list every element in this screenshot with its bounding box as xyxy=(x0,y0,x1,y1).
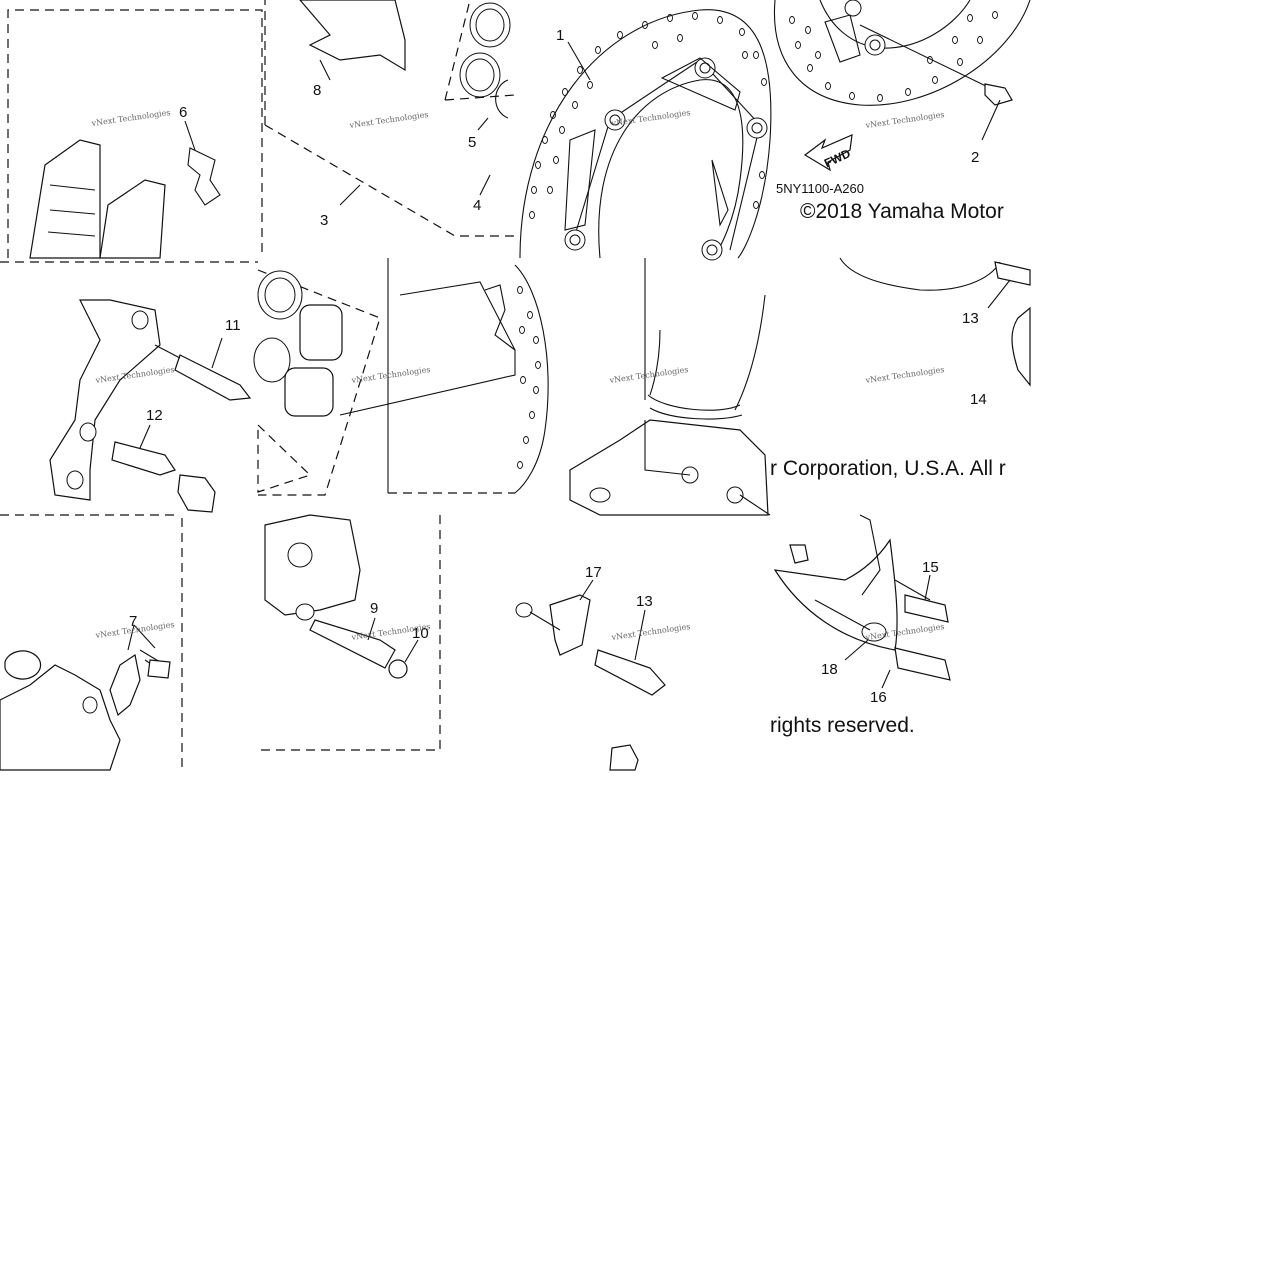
callout-11: 11 xyxy=(225,317,241,334)
watermark: vNext Technologies xyxy=(348,110,429,130)
tile-pistons-top xyxy=(264,0,516,237)
tile-fender-bracket xyxy=(773,514,951,689)
copyright-line-2: r Corporation, U.S.A. All r xyxy=(770,457,1006,480)
callout-15: 15 xyxy=(922,559,939,576)
callout-13-bottom: 13 xyxy=(636,593,653,610)
callout-1: 1 xyxy=(556,27,564,44)
callout-7: 7 xyxy=(129,613,137,630)
watermark: vNext Technologies xyxy=(610,108,691,128)
tile-disc-edge xyxy=(339,264,549,494)
watermark: vNext Technologies xyxy=(864,365,945,385)
callout-18: 18 xyxy=(821,661,838,678)
callout-3: 3 xyxy=(320,212,328,229)
tile-caliper-bracket xyxy=(0,261,258,516)
callout-5: 5 xyxy=(468,134,476,151)
callout-2: 2 xyxy=(971,149,979,166)
tile-caliper-bleeder xyxy=(0,518,183,771)
copyright-line-1: ©2018 Yamaha Motor xyxy=(800,200,1004,223)
callout-9: 9 xyxy=(370,600,378,617)
tile-brake-pads xyxy=(7,9,263,259)
tile-guard-top xyxy=(839,257,1031,387)
drawing-code: 5NY1100-A260 xyxy=(776,181,864,196)
callout-12: 12 xyxy=(146,407,163,424)
callout-13-top: 13 xyxy=(962,310,979,327)
callout-8: 8 xyxy=(313,82,321,99)
watermark: vNext Technologies xyxy=(864,110,945,130)
callout-labels: 1 2 3 4 5 6 7 8 9 10 11 12 13 13 14 15 1… xyxy=(129,27,987,706)
callout-17: 17 xyxy=(585,564,602,581)
tile-bolt-clamp xyxy=(515,579,666,771)
tile-fork-leg xyxy=(569,258,771,516)
tile-pistons-center xyxy=(253,258,389,496)
callout-14: 14 xyxy=(970,391,987,408)
tile-brake-disc xyxy=(519,9,772,261)
watermark: vNext Technologies xyxy=(90,108,171,128)
callout-10: 10 xyxy=(412,625,429,642)
watermark: vNext Technologies xyxy=(350,365,431,385)
disc-drill-holes xyxy=(529,12,767,219)
copyright-line-3: rights reserved. xyxy=(770,714,915,737)
watermark: vNext Technologies xyxy=(608,365,689,385)
callout-16: 16 xyxy=(870,689,887,706)
callout-4: 4 xyxy=(473,197,481,214)
watermark: vNext Technologies xyxy=(610,622,691,642)
callout-6: 6 xyxy=(179,104,187,121)
tile-disc-bolt xyxy=(773,0,1031,172)
tile-caliper-pin xyxy=(258,514,441,751)
